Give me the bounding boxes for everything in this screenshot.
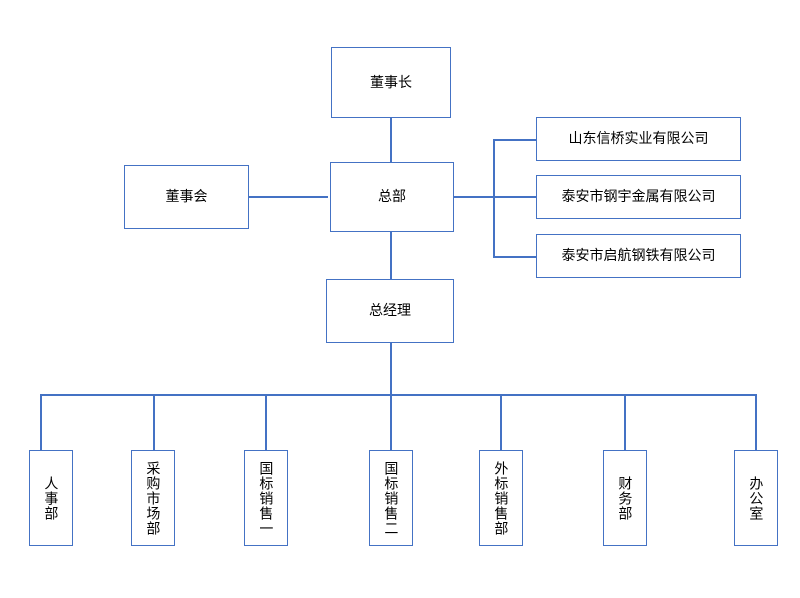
node-chairman-label: 董事长 (370, 73, 412, 90)
connector-gm-departments-stem (390, 343, 392, 395)
node-general-manager-label: 总经理 (369, 302, 411, 319)
node-dept-hr[interactable]: 人事部 (29, 450, 73, 546)
connector-bus-sub1 (493, 139, 536, 141)
connector-bus-dept6 (624, 394, 626, 450)
node-dept-foreign-sales-label: 外标销售部 (493, 460, 510, 536)
node-headquarters[interactable]: 总部 (330, 162, 454, 232)
node-subsidiary-gangyu-label: 泰安市钢宇金属有限公司 (561, 188, 716, 205)
connector-bus-sub3 (493, 256, 536, 258)
node-board-label: 董事会 (165, 188, 208, 205)
node-dept-office[interactable]: 办公室 (734, 450, 778, 546)
node-subsidiary-xinqiao[interactable]: 山东信桥实业有限公司 (536, 117, 741, 161)
node-dept-gb-sales-2[interactable]: 国标销售二 (369, 450, 413, 546)
node-dept-finance-label: 财务部 (617, 475, 634, 521)
node-subsidiary-gangyu[interactable]: 泰安市钢宇金属有限公司 (536, 175, 741, 219)
node-dept-gb-sales-1-label: 国标销售一 (258, 460, 275, 536)
node-dept-purchasing-market[interactable]: 采购市场部 (131, 450, 175, 546)
node-dept-gb-sales-1[interactable]: 国标销售一 (244, 450, 288, 546)
node-subsidiary-qihang-label: 泰安市启航钢铁有限公司 (561, 247, 716, 264)
node-subsidiary-xinqiao-label: 山东信桥实业有限公司 (568, 130, 709, 147)
node-dept-office-label: 办公室 (748, 475, 765, 521)
connector-bus-dept2 (153, 394, 155, 450)
connector-bus-dept7 (755, 394, 757, 450)
node-board[interactable]: 董事会 (124, 165, 249, 229)
node-subsidiary-qihang[interactable]: 泰安市启航钢铁有限公司 (536, 234, 741, 278)
connector-bus-dept4 (390, 394, 392, 450)
connector-departments-bus (40, 394, 756, 396)
connector-hq-subsidiaries-stem (454, 196, 494, 198)
node-general-manager[interactable]: 总经理 (326, 279, 454, 343)
node-dept-foreign-sales[interactable]: 外标销售部 (479, 450, 523, 546)
connector-bus-dept3 (265, 394, 267, 450)
node-dept-finance[interactable]: 财务部 (603, 450, 647, 546)
connector-chairman-hq (390, 117, 392, 162)
node-headquarters-label: 总部 (378, 188, 406, 205)
connector-bus-dept1 (40, 394, 42, 450)
node-chairman[interactable]: 董事长 (331, 47, 451, 118)
connector-bus-dept5 (500, 394, 502, 450)
connector-hq-gm (390, 231, 392, 279)
node-dept-purchasing-market-label: 采购市场部 (145, 460, 162, 536)
node-dept-hr-label: 人事部 (43, 475, 60, 521)
node-dept-gb-sales-2-label: 国标销售二 (383, 460, 400, 536)
connector-bus-sub2 (493, 196, 536, 198)
connector-board-hq (249, 196, 328, 198)
connector-subsidiaries-bus (493, 139, 495, 257)
